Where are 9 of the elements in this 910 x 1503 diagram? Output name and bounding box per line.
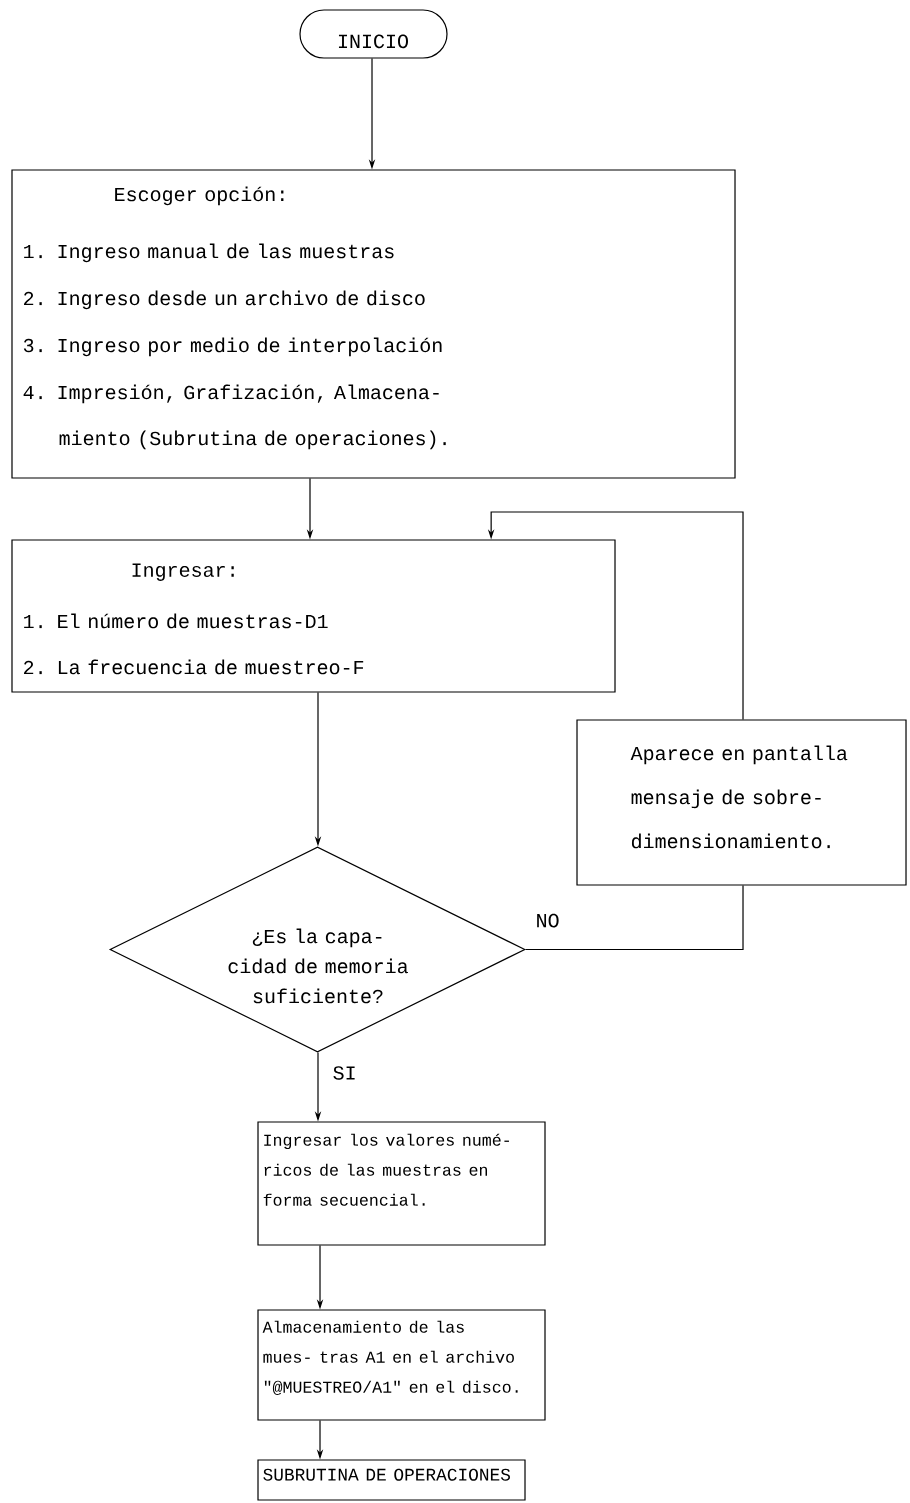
edge-label: NO [533, 911, 562, 930]
terminal-box: INICIO [299, 9, 448, 59]
edge-label: SI [330, 1064, 359, 1082]
process-box: Ingresar los valores numé- ricos de las muestras en forma secuencial. [257, 1121, 546, 1246]
process-box: Aparece en pantalla mensaje de sobre- dimensionamiento. [576, 719, 907, 886]
process-box: Escoger opción: 1. Ingreso manual de las muestras 2. Ingreso desde un archivo de disco 3. Ingreso por medio de interpolación 4. Impresión, Grafización, Almacena- miento (Subrutina de operaciones). [11, 169, 736, 479]
process-box: SUBRUTINA DE OPERACIONES [257, 1459, 526, 1501]
process-box: Almacenamiento de las mues- tras A1 en el archivo "@MUESTREO/A1" en el disco. [257, 1309, 546, 1421]
process-box: Ingresar: 1. El número de muestras-D1 2. La frecuencia de muestreo-F [11, 539, 616, 693]
